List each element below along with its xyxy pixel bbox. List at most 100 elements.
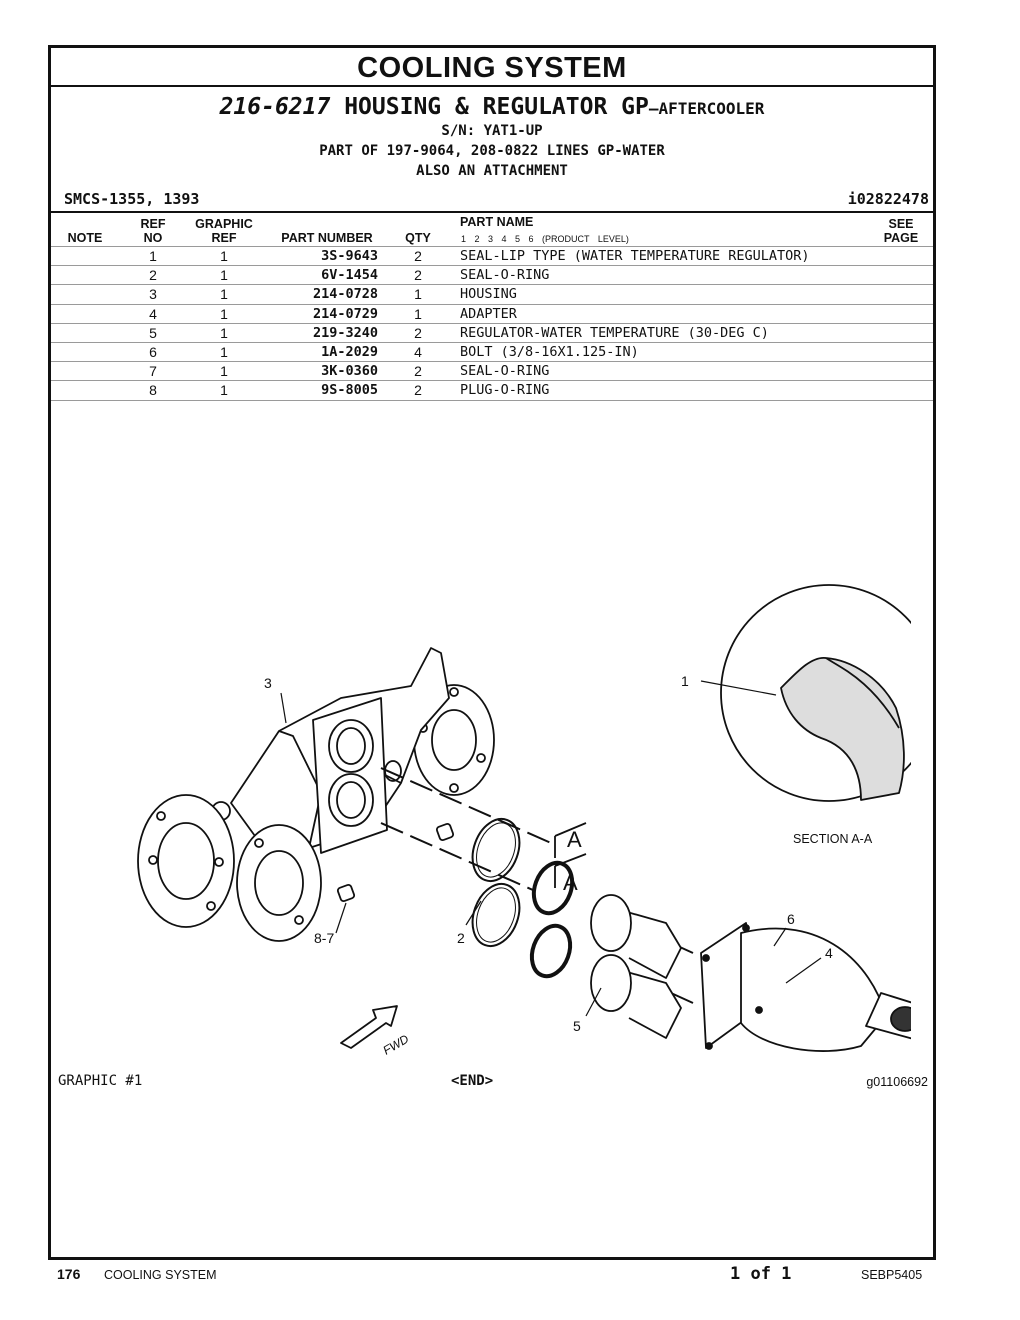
graphic-ref: 1	[220, 267, 228, 284]
section-letter-lower: A	[563, 870, 578, 895]
graphic-ref: 1	[220, 363, 228, 380]
ref-no: 6	[149, 343, 157, 360]
group-title: 216-6217 HOUSING & REGULATOR GP–AFTERCOO…	[51, 94, 933, 120]
smcs-codes: SMCS-1355, 1393	[64, 190, 200, 208]
callout-2: 2	[457, 930, 465, 946]
graphic-ref: 1	[220, 324, 228, 341]
forward-arrow	[340, 1005, 398, 1049]
regulator-upper	[590, 894, 632, 952]
catalog-page-frame: COOLING SYSTEM 216-6217 HOUSING & REGULA…	[48, 45, 936, 1260]
part-name: PLUG-O-RING	[460, 382, 550, 399]
table-row: 2 1 6V-1454 2 SEAL-O-RING	[51, 266, 933, 286]
ref-no: 1	[149, 248, 157, 264]
group-number: 216-6217	[219, 94, 331, 120]
table-row: 8 1 9S-8005 2 PLUG-O-RING	[51, 381, 933, 401]
o-ring-upper	[471, 818, 521, 882]
footer-page-number: 176	[57, 1266, 81, 1282]
part-number: 3K-0360	[321, 363, 378, 380]
graphic-label: GRAPHIC #1	[58, 1073, 143, 1089]
ref-no: 2	[149, 267, 157, 284]
ref-no: 8	[149, 382, 157, 399]
ref-no: 7	[149, 363, 157, 380]
part-number: 214-0728	[312, 286, 378, 303]
quantity: 1	[414, 305, 422, 322]
upper-regulator-bore	[328, 719, 374, 773]
graphic-ref: 1	[220, 286, 228, 303]
footer-doc-id: SEBP5405	[861, 1268, 923, 1282]
col-graphic-bottom: REF	[211, 231, 237, 245]
housing-right-flange-bore	[431, 709, 477, 771]
col-ref-top: REF	[140, 217, 166, 231]
group-name: HOUSING & REGULATOR GP	[344, 94, 649, 120]
callout-4: 4	[825, 945, 833, 961]
section-label: SECTION A-A	[793, 832, 873, 846]
serial-range: S/N: YAT1-UP	[441, 123, 543, 139]
quantity: 2	[414, 267, 422, 284]
col-part-number: PART NUMBER	[281, 231, 373, 245]
callout-6: 6	[787, 911, 795, 927]
section-letter-upper: A	[567, 827, 582, 852]
col-ref-bottom: NO	[143, 231, 163, 245]
quantity: 2	[414, 363, 422, 380]
part-number: 214-0729	[312, 305, 378, 322]
plug-o-ring-lower	[336, 883, 356, 903]
callout-1: 1	[681, 673, 689, 689]
o-ring-lower	[471, 883, 521, 947]
table-row: 5 1 219-3240 2 REGULATOR-WATER TEMPERATU…	[51, 324, 933, 343]
quantity: 4	[414, 343, 422, 360]
quantity: 1	[414, 286, 422, 303]
quantity: 2	[414, 382, 422, 399]
plug-o-ring	[435, 822, 455, 842]
regulator-lower	[590, 954, 632, 1012]
callout-5: 5	[573, 1018, 581, 1034]
table-row: 6 1 1A-2029 4 BOLT (3/8-16X1.125-IN)	[51, 343, 933, 363]
end-marker: <END>	[451, 1073, 494, 1089]
group-suffix: –AFTERCOOLER	[648, 99, 765, 118]
exploded-view-drawing: 1 2 3 4 5 6 8-7 SECTION A-A A A FWD	[137, 584, 911, 1058]
callout-8-7: 8-7	[314, 930, 334, 946]
header-divider	[51, 211, 933, 213]
col-part-name: PART NAME	[460, 215, 534, 229]
parts-table: 1 1 3S-9643 2 SEAL-LIP TYPE (WATER TEMPE…	[51, 246, 933, 401]
col-see-bottom: PAGE	[883, 231, 919, 245]
quantity: 2	[414, 324, 422, 341]
part-name: SEAL-O-RING	[460, 363, 550, 380]
part-number: 1A-2029	[321, 343, 378, 360]
forward-label: FWD	[381, 1032, 412, 1058]
part-name: SEAL-LIP TYPE (WATER TEMPERATURE REGULAT…	[460, 248, 810, 264]
illustration-id: i02822478	[847, 190, 929, 208]
col-graphic-top: GRAPHIC	[195, 217, 253, 231]
table-row: 7 1 3K-0360 2 SEAL-O-RING	[51, 362, 933, 382]
part-number: 219-3240	[312, 324, 378, 341]
lip-seal-lower	[529, 923, 573, 979]
ref-no: 5	[149, 324, 157, 341]
graphic-ref: 1	[220, 382, 228, 399]
part-of-line: PART OF 197-9064, 208-0822 LINES GP-WATE…	[319, 143, 665, 159]
part-number: 6V-1454	[321, 267, 378, 284]
table-row: 1 1 3S-9643 2 SEAL-LIP TYPE (WATER TEMPE…	[51, 246, 933, 267]
col-note: NOTE	[67, 231, 103, 245]
part-name: REGULATOR-WATER TEMPERATURE (30-DEG C)	[460, 324, 769, 341]
footer-section: COOLING SYSTEM	[104, 1268, 217, 1282]
graphic-number: g01106692	[866, 1075, 928, 1089]
ref-no: 4	[149, 305, 157, 322]
part-name: BOLT (3/8-16X1.125-IN)	[460, 343, 639, 360]
callout-3: 3	[264, 675, 272, 691]
attachment-line: ALSO AN ATTACHMENT	[416, 163, 568, 179]
footer-page-of: 1 of 1	[730, 1264, 792, 1284]
part-number: 9S-8005	[321, 382, 378, 399]
table-row: 3 1 214-0728 1 HOUSING	[51, 285, 933, 305]
quantity: 2	[414, 248, 422, 264]
lower-regulator-bore	[328, 773, 374, 827]
col-qty: QTY	[405, 231, 431, 245]
table-row: 4 1 214-0729 1 ADAPTER	[51, 305, 933, 324]
part-name: SEAL-O-RING	[460, 267, 550, 284]
graphic-ref: 1	[220, 248, 228, 264]
graphic-ref: 1	[220, 343, 228, 360]
col-see-top: SEE	[888, 217, 914, 231]
part-name: ADAPTER	[460, 305, 517, 322]
adapter-elbow	[740, 927, 887, 1052]
graphic-ref: 1	[220, 305, 228, 322]
part-number: 3S-9643	[321, 248, 378, 264]
col-product-levels: 1 2 3 4 5 6 (PRODUCT LEVEL)	[461, 234, 629, 244]
